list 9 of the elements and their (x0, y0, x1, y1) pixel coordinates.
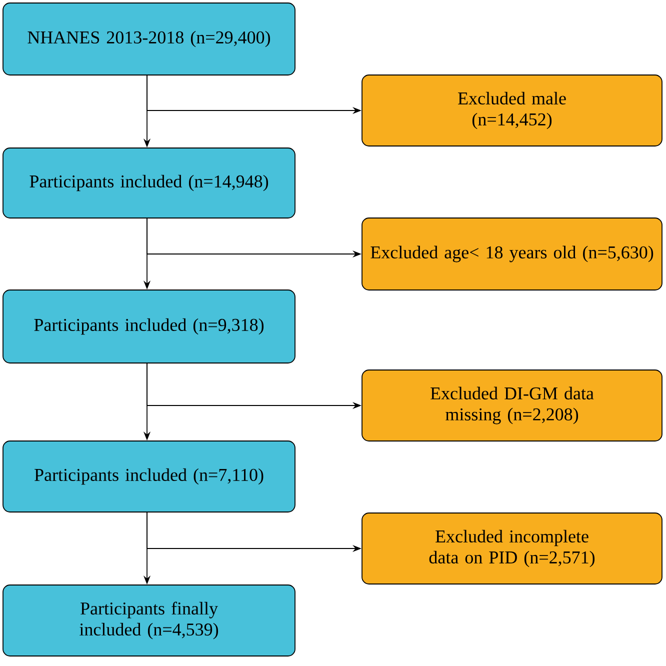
process-box: Participants included (n=9,318) (2, 290, 296, 364)
process-box: Participants finally included (n=4,539) (2, 584, 296, 656)
exclusion-box: Excluded male (n=14,452) (362, 74, 662, 146)
exclusion-box: Excluded incomplete data on PID (n=2,571) (362, 512, 662, 584)
process-box: Participants included (n=14,948) (2, 148, 296, 218)
exclusion-box: Excluded age< 18 years old (n=5,630) (362, 218, 662, 290)
process-box: NHANES 2013-2018 (n=29,400) (2, 2, 296, 76)
exclusion-box: Excluded DI-GM data missing (n=2,208) (362, 370, 662, 442)
process-box: Participants included (n=7,110) (2, 440, 296, 512)
